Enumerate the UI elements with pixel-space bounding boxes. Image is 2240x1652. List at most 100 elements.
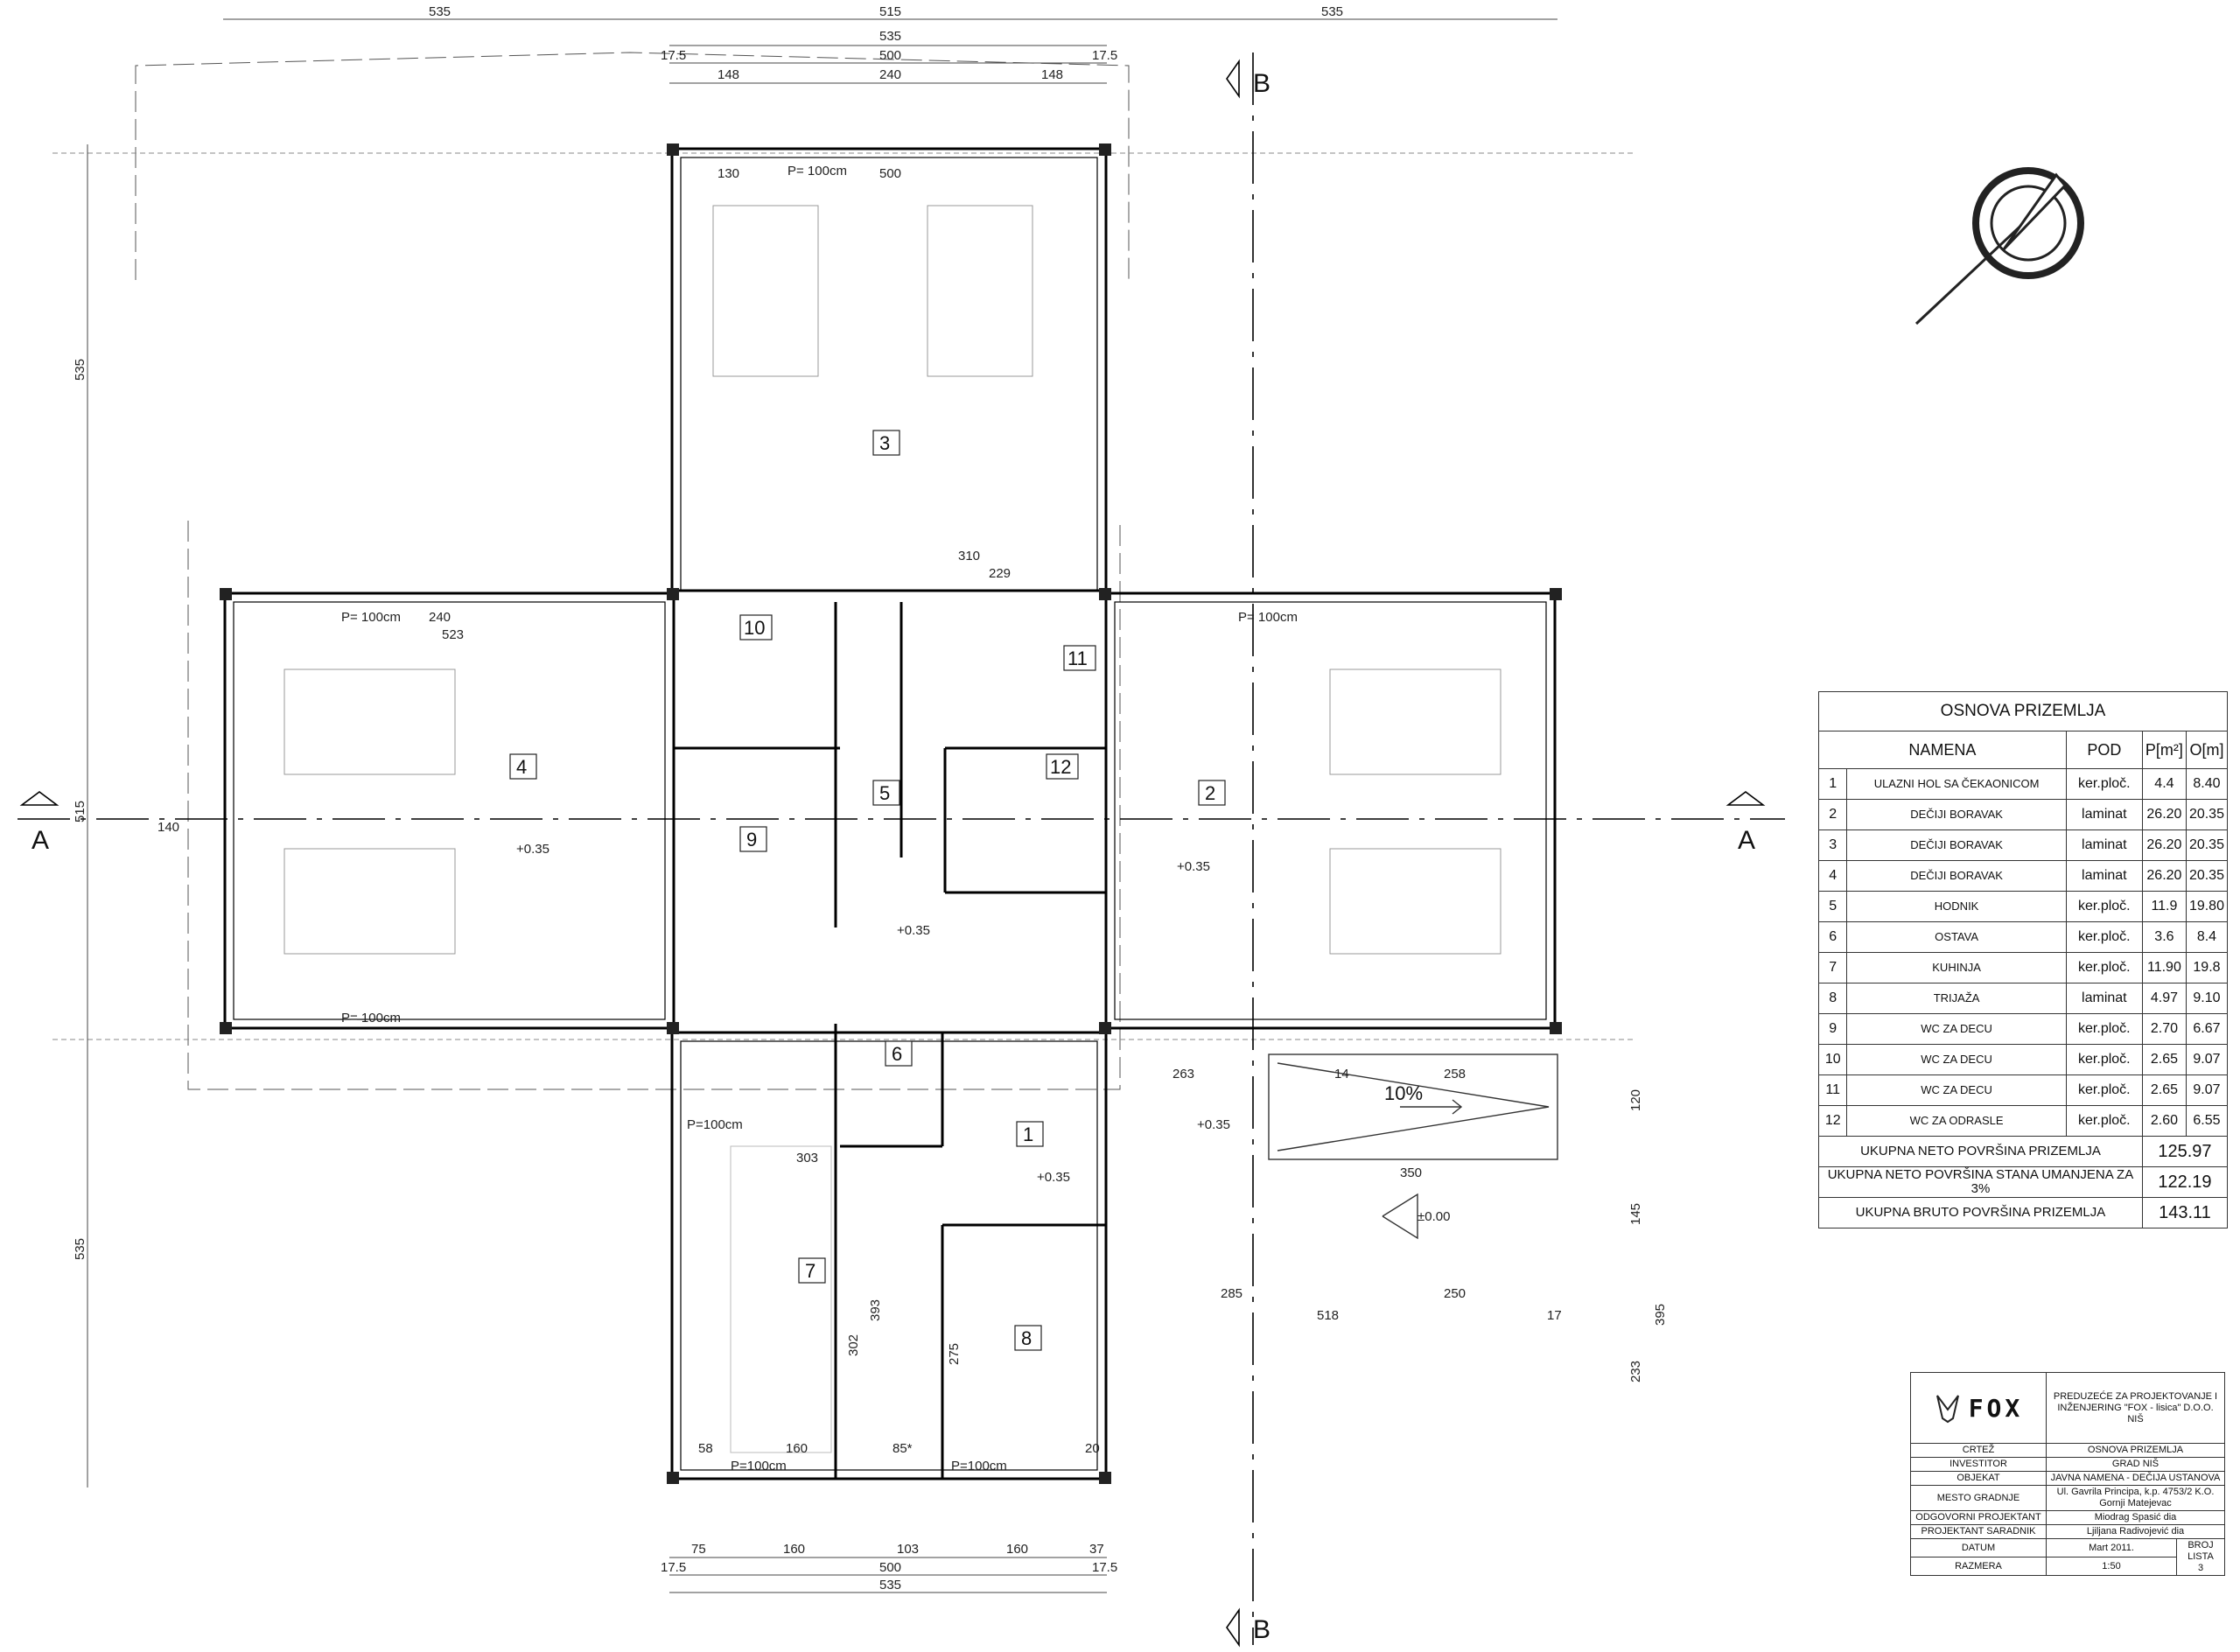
room-floor: ker.ploč.: [2065, 1013, 2143, 1045]
room-number-6: 6: [892, 1043, 902, 1065]
room-number-9: 9: [746, 829, 757, 850]
left-dim-1: 535: [73, 359, 88, 381]
ramp-slope-label: 10%: [1384, 1082, 1423, 1104]
bottom-dim-e: 37: [1089, 1542, 1104, 1557]
kitchen-floor-tiles: [730, 1145, 832, 1453]
company-name: PREDUZEĆE ZA PROJEKTOVANJE I INŽENJERING…: [2046, 1372, 2225, 1444]
dim-310: 310: [958, 549, 980, 564]
room-perimeter: 9.07: [2185, 1044, 2229, 1075]
dim-20: 20: [1085, 1441, 1100, 1456]
room-floor: ker.ploč.: [2065, 921, 2143, 953]
room-no: 4: [1817, 860, 1848, 892]
room-number-10: 10: [744, 617, 765, 639]
window-label-top: P= 100cm: [788, 164, 847, 178]
total-value: 125.97: [2141, 1136, 2229, 1167]
room-area: 3.6: [2141, 921, 2187, 953]
header-namena: NAMENA: [1818, 731, 2067, 769]
dim-250: 250: [1444, 1286, 1466, 1301]
title-block-value: OSNOVA PRIZEMLJA: [2046, 1443, 2225, 1458]
top-dim-2: 515: [879, 4, 901, 19]
header-pod: POD: [2065, 731, 2143, 769]
room-area: 2.65: [2141, 1074, 2187, 1106]
room-perimeter: 20.35: [2185, 830, 2229, 861]
room-area: 2.70: [2141, 1013, 2187, 1045]
room-area: 2.65: [2141, 1044, 2187, 1075]
dim-285: 285: [1221, 1286, 1242, 1301]
title-block-value: Ljiljana Radivojević dia: [2046, 1524, 2225, 1539]
level-mark-outside: ±0.00: [1418, 1209, 1450, 1224]
level-mark-2: +0.35: [1177, 859, 1210, 874]
bottom-dim-b: 160: [783, 1542, 805, 1557]
room-no: 7: [1817, 952, 1848, 984]
room-no: 12: [1817, 1105, 1848, 1137]
bottom-dim-d: 160: [1006, 1542, 1028, 1557]
room-area-table: OSNOVA PRIZEMLJA NAMENA POD P[m²] O[m] 1…: [1817, 691, 2229, 1228]
room-perimeter: 19.8: [2185, 952, 2229, 984]
room-name: TRIJAŽA: [1846, 983, 2067, 1014]
total-label: UKUPNA BRUTO POVRŠINA PRIZEMLJA: [1818, 1197, 2143, 1228]
room-perimeter: 20.35: [2185, 799, 2229, 830]
total-value: 143.11: [2141, 1197, 2229, 1228]
dim-145: 145: [1628, 1203, 1643, 1225]
logo-text: FOX: [1968, 1393, 2024, 1423]
room-perimeter: 9.10: [2185, 983, 2229, 1014]
title-block-key: MESTO GRADNJE: [1910, 1485, 2047, 1511]
title-block-key: ODGOVORNI PROJEKTANT: [1910, 1510, 2047, 1525]
room-area: 4.97: [2141, 983, 2187, 1014]
level-mark-entry: +0.35: [1197, 1117, 1230, 1132]
room-name: HODNIK: [1846, 891, 2067, 922]
header-perimeter: O[m]: [2185, 731, 2229, 769]
left-dim-2: 515: [73, 801, 88, 822]
bottom-dim-a: 75: [691, 1542, 706, 1557]
room-floor: laminat: [2065, 830, 2143, 861]
company-logo: FOX: [1910, 1372, 2047, 1444]
room-name: ULAZNI HOL SA ČEKAONICOM: [1846, 768, 2067, 800]
section-a-label-left: A: [32, 826, 49, 855]
room-table-total-row: UKUPNA NETO POVRŠINA STANA UMANJENA ZA 3…: [1818, 1166, 2229, 1198]
bottom-dim-g: 500: [879, 1560, 901, 1575]
dim-350: 350: [1400, 1166, 1422, 1180]
room-number-12: 12: [1050, 756, 1071, 778]
room-area: 26.20: [2141, 799, 2187, 830]
dim-130: 130: [718, 166, 739, 181]
window-label-kitchen: P=100cm: [687, 1117, 743, 1132]
room-floor: laminat: [2065, 799, 2143, 830]
room-no: 6: [1817, 921, 1848, 953]
walls: [223, 147, 1557, 1480]
title-block-key: OBJEKAT: [1910, 1471, 2047, 1486]
room-perimeter: 8.4: [2185, 921, 2229, 953]
room-name: DEČIJI BORAVAK: [1846, 860, 2067, 892]
section-b-label-bottom: B: [1253, 1615, 1270, 1644]
section-b-label-top: B: [1253, 69, 1270, 98]
sheet-number: 3: [2197, 1563, 2204, 1573]
room-number-3: 3: [879, 432, 890, 454]
scale-value: 1:50: [2046, 1557, 2177, 1576]
room-no: 5: [1817, 891, 1848, 922]
room-area: 4.4: [2141, 768, 2187, 800]
room-floor: ker.ploč.: [2065, 1074, 2143, 1106]
room-perimeter: 9.07: [2185, 1074, 2229, 1106]
top-dim-row4-a: 148: [718, 67, 739, 82]
dim-263: 263: [1172, 1067, 1194, 1082]
dim-395: 395: [1653, 1304, 1668, 1326]
room-floor: laminat: [2065, 860, 2143, 892]
dim-240: 240: [429, 610, 451, 625]
dim-275: 275: [947, 1343, 962, 1365]
fox-logo-icon: [1936, 1395, 1959, 1424]
dim-500: 500: [879, 166, 901, 181]
dim-160-bl: 160: [786, 1441, 808, 1456]
top-dim-row3-a: 17.5: [661, 48, 686, 63]
room-no: 2: [1817, 799, 1848, 830]
room-area: 2.60: [2141, 1105, 2187, 1137]
window-label-left-top: P= 100cm: [341, 610, 401, 625]
